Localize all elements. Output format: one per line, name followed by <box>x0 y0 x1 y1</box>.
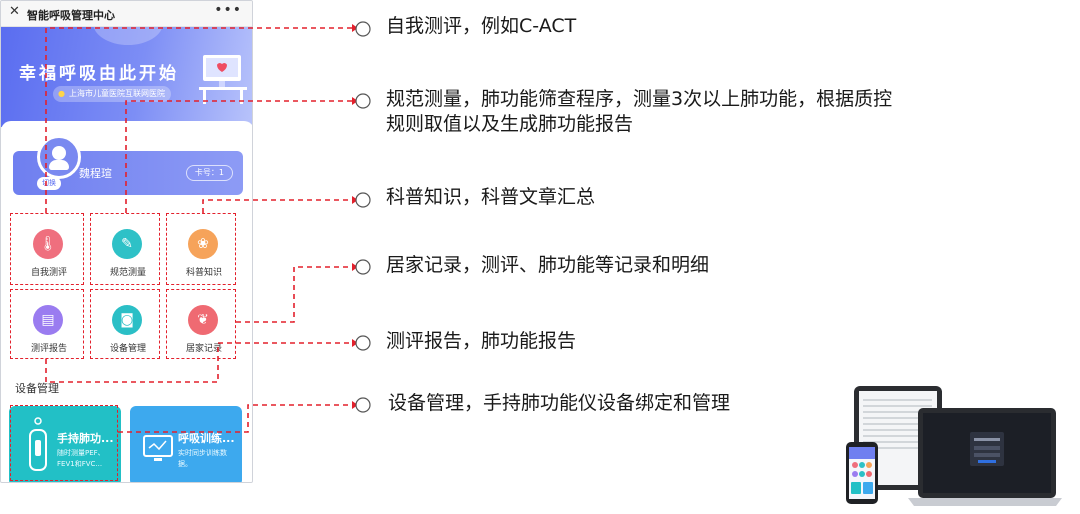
hospital-badge: ● 上海市儿童医院互联网医院 <box>53 86 171 102</box>
avatar <box>37 135 81 179</box>
menu-label: 规范测量 <box>109 268 146 278</box>
more-menu-icon[interactable]: ••• <box>214 2 242 18</box>
device-card-title: 呼吸训练... <box>178 432 235 445</box>
highlight-device-card <box>10 405 118 481</box>
brain-icon: ❀ <box>188 229 218 259</box>
camera-icon: ◙ <box>112 305 142 335</box>
device-card-spirometer[interactable]: 手持肺功... 随时测量PEF、FEV1和FVC... <box>9 406 121 482</box>
menu-standard-measure[interactable]: ✎ 规范测量 <box>92 217 164 287</box>
user-card[interactable]: 切换 魏程瑄 卡号：1 <box>13 135 243 195</box>
highlight-standard-measure <box>90 213 160 285</box>
annotation-home-records: 居家记录，测评、肺功能等记录和明细 <box>386 254 710 276</box>
thermometer-icon: 🌡 <box>33 229 63 259</box>
annotation-science-knowledge: 科普知识，科普文章汇总 <box>386 186 596 208</box>
annotation-standard-measure-line2: 规则取值以及生成肺功能报告 <box>386 113 634 135</box>
close-icon[interactable]: ✕ <box>9 4 20 19</box>
device-card-desc: 随时测量PEF、FEV1和FVC... <box>57 449 105 468</box>
annotation-standard-measure-line1: 规范测量，肺功能筛查程序，测量3次以上肺功能，根据质控 <box>386 88 893 110</box>
highlight-home-records <box>166 289 236 359</box>
monitor-icon <box>143 435 173 461</box>
spirometer-icon <box>29 417 47 471</box>
menu-self-assessment[interactable]: 🌡 自我测评 <box>13 217 85 287</box>
menu-label: 科普知识 <box>185 268 222 278</box>
annotation-device-management: 设备管理，手持肺功能仪设备绑定和管理 <box>388 392 731 414</box>
highlight-self-assessment <box>10 213 84 285</box>
title-bar: ✕ 智能呼吸管理中心 ••• <box>1 1 252 27</box>
banner-slogan: 幸福呼吸由此开始 <box>19 64 179 84</box>
device-card-title: 手持肺功... <box>57 432 114 445</box>
annotation-assessment-report: 测评报告，肺功能报告 <box>386 330 577 352</box>
multi-device-illustration-icon <box>846 386 1062 506</box>
switch-user-button[interactable]: 切换 <box>37 177 61 190</box>
device-section-title: 设备管理 <box>15 382 59 395</box>
highlight-device-management <box>90 289 160 359</box>
menu-science-knowledge[interactable]: ❀ 科普知识 <box>168 217 240 287</box>
annotation-self-assessment: 自我测评，例如C-ACT <box>386 15 577 37</box>
user-name: 魏程瑄 <box>79 167 112 180</box>
desk-illustration-icon <box>199 55 247 104</box>
hospital-name: 上海市儿童医院互联网医院 <box>69 89 165 98</box>
robot-head-icon <box>52 146 66 160</box>
menu-label: 自我测评 <box>30 268 67 278</box>
highlight-science-knowledge <box>166 213 236 285</box>
robot-body-icon <box>49 160 69 170</box>
report-icon: ▤ <box>33 305 63 335</box>
card-number: 卡号：1 <box>185 165 233 181</box>
highlight-assessment-report <box>10 289 84 359</box>
banner: 幸福呼吸由此开始 ● 上海市儿童医院互联网医院 <box>1 27 252 127</box>
lung-icon: ❦ <box>188 305 218 335</box>
app-title: 智能呼吸管理中心 <box>27 9 115 22</box>
syringe-icon: ✎ <box>112 229 142 259</box>
device-card-breath-trainer[interactable]: 呼吸训练... 实时同步训练数据。 <box>130 406 242 482</box>
location-icon: ● <box>58 89 65 98</box>
device-card-desc: 实时同步训练数据。 <box>178 449 227 468</box>
banner-decoration <box>93 27 163 45</box>
